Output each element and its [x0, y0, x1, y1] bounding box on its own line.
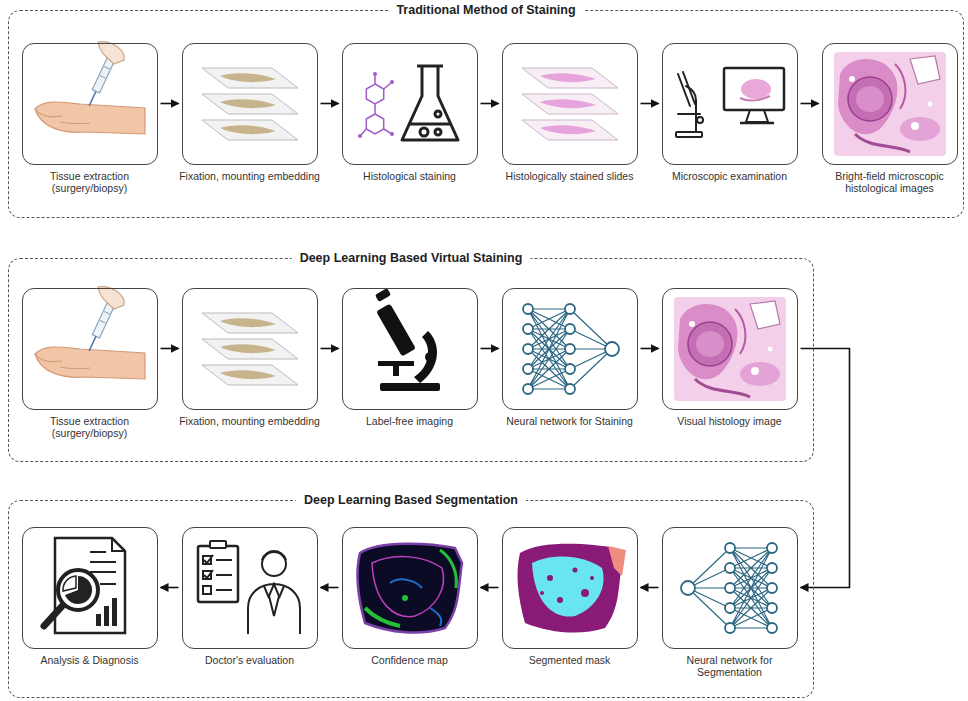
step-box: Fixation, mounting embedding: [182, 288, 318, 410]
flow-arrow: [481, 348, 499, 350]
neural-network-icon: [681, 543, 777, 633]
flow-arrow: [641, 103, 659, 105]
panel-title: Deep Learning Based Segmentation: [296, 492, 526, 508]
step-label: Visual histology image: [655, 415, 805, 428]
step-box: Microscopic examination: [662, 43, 798, 165]
step-label: Confidence map: [335, 654, 485, 667]
step-label: Histologically stained slides: [495, 170, 645, 183]
panel-title: Traditional Method of Staining: [388, 2, 583, 18]
step-box: Fixation, mounting embedding: [182, 43, 318, 165]
panel-title: Deep Learning Based Virtual Staining: [292, 250, 531, 266]
flow-arrow: [161, 348, 179, 350]
confidence-map-icon: [358, 544, 462, 633]
step-box: Analysis & Diagnosis: [22, 527, 158, 649]
hand-syringe-icon: [35, 42, 145, 134]
histology-image-icon: [834, 52, 946, 156]
step-label: Tissue extraction (surgery/biopsy): [15, 415, 165, 440]
flow-arrow: [641, 587, 659, 589]
doctor-checklist-icon: [198, 541, 300, 634]
step-label: Neural network for Staining: [495, 415, 645, 428]
flask-icon: [358, 66, 458, 140]
step-box: Histological staining: [342, 43, 478, 165]
flow-arrow: [161, 103, 179, 105]
neural-network-icon: [523, 304, 619, 394]
step-box: Segmented mask: [502, 527, 638, 649]
step-box: Histologically stained slides: [502, 43, 638, 165]
step-box: Tissue extraction (surgery/biopsy): [22, 43, 158, 165]
step-label: Doctor's evaluation: [175, 654, 325, 667]
step-box: Bright-field microscopic histological im…: [822, 43, 958, 165]
flow-arrow: [481, 103, 499, 105]
step-box: Label-free imaging: [342, 288, 478, 410]
step-label: Fixation, mounting embedding: [175, 415, 325, 428]
step-box: Visual histology image: [662, 288, 798, 410]
flow-arrow: [161, 587, 179, 589]
segmented-mask-icon: [518, 544, 626, 633]
step-label: Histological staining: [335, 170, 485, 183]
flow-arrow: [321, 587, 339, 589]
step-box: Neural network for Staining: [502, 288, 638, 410]
step-box: Neural network for Segmentation: [662, 527, 798, 649]
step-label: Fixation, mounting embedding: [175, 170, 325, 183]
hand-syringe-icon: [35, 287, 145, 379]
flow-arrow: [641, 348, 659, 350]
microscope-monitor-icon: [676, 68, 784, 137]
step-label: Segmented mask: [495, 654, 645, 667]
histology-image-icon: [674, 297, 786, 401]
flow-arrow: [321, 348, 339, 350]
slides-icon: [202, 68, 298, 140]
step-label: Tissue extraction (surgery/biopsy): [15, 170, 165, 195]
step-label: Label-free imaging: [335, 415, 485, 428]
dashed-panel: Deep Learning Based Virtual StainingTiss…: [8, 258, 814, 462]
microscope-icon: [375, 288, 440, 391]
report-icon: [44, 538, 125, 633]
flow-arrow: [481, 587, 499, 589]
flow-arrow: [801, 349, 850, 588]
dashed-panel: Traditional Method of StainingTissue ext…: [8, 10, 964, 218]
step-box: Confidence map: [342, 527, 478, 649]
flow-arrow: [801, 103, 819, 105]
stained-slides-icon: [522, 68, 618, 140]
step-box: Doctor's evaluation: [182, 527, 318, 649]
step-box: Tissue extraction (surgery/biopsy): [22, 288, 158, 410]
flow-arrow: [321, 103, 339, 105]
step-label: Microscopic examination: [655, 170, 805, 183]
dashed-panel: Deep Learning Based SegmentationAnalysis…: [8, 500, 814, 698]
slides-icon: [202, 313, 298, 385]
step-label: Bright-field microscopic histological im…: [815, 170, 965, 195]
step-label: Neural network for Segmentation: [655, 654, 805, 679]
step-label: Analysis & Diagnosis: [15, 654, 165, 667]
